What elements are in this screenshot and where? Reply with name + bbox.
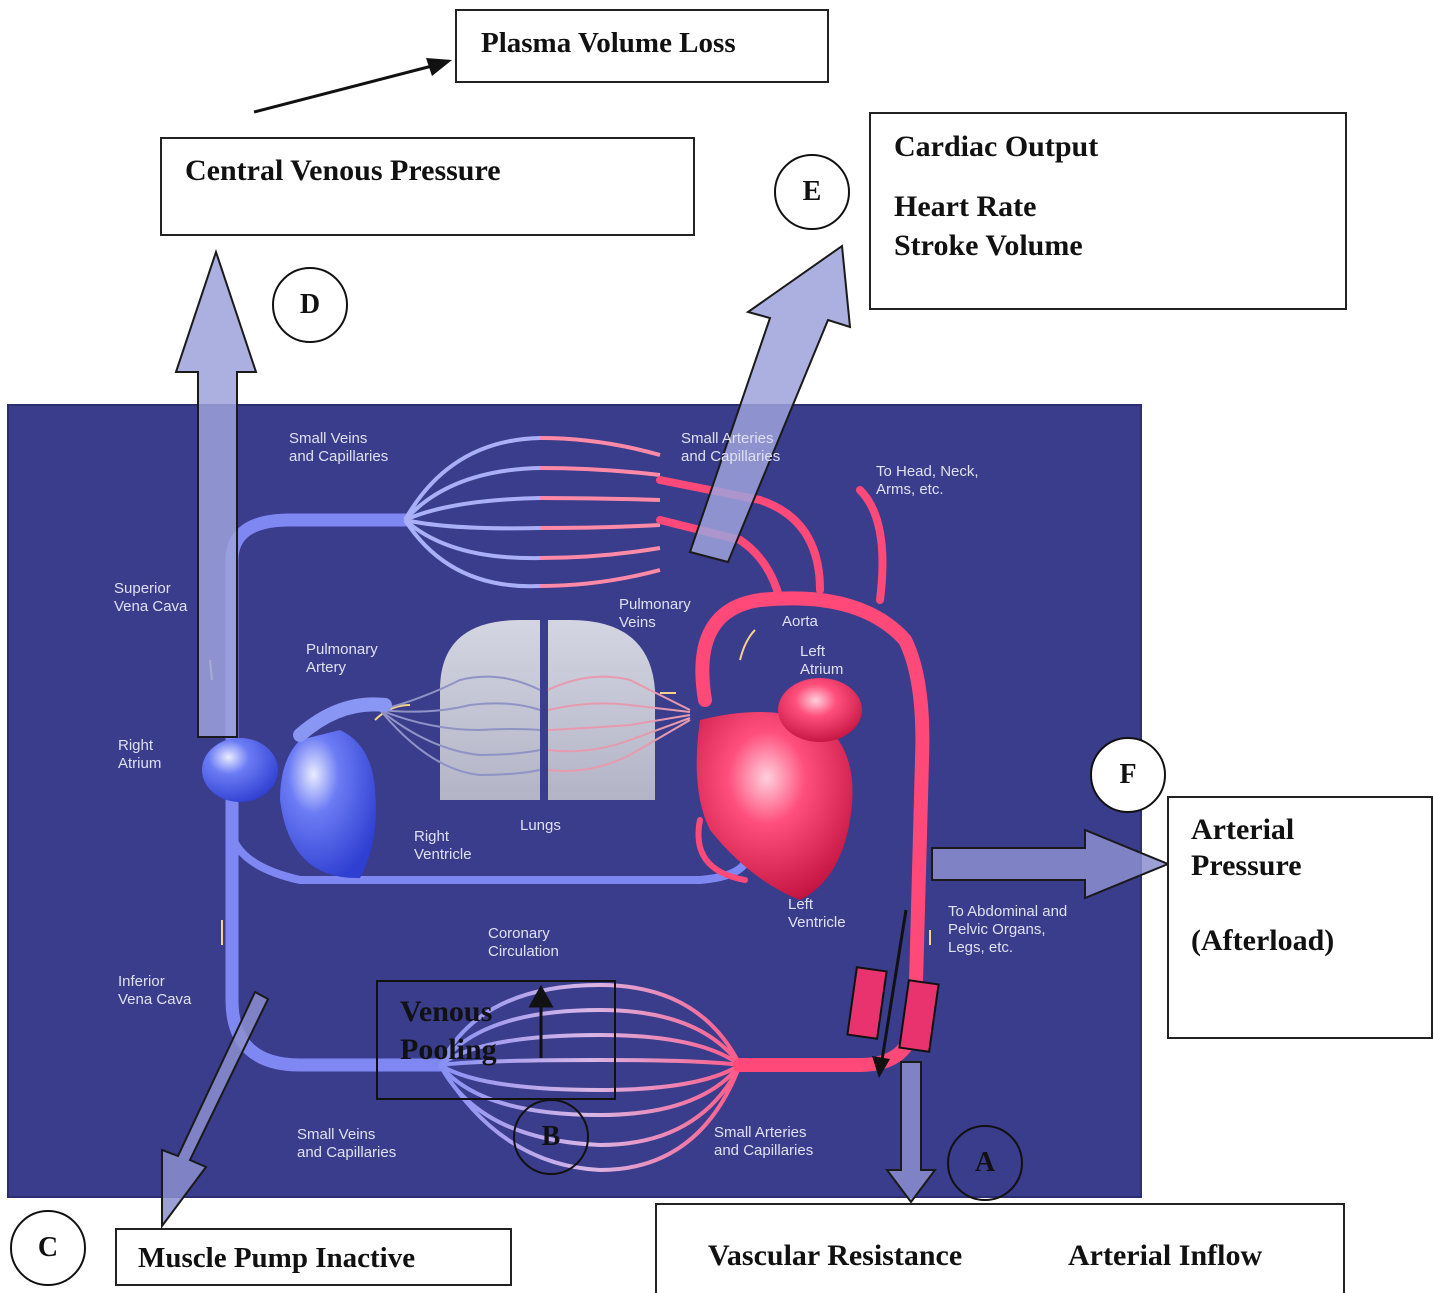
label-inferior-vena-cava: Inferior Vena Cava: [118, 973, 191, 1009]
cardiac-output-box: Cardiac Output Heart Rate Stroke Volume: [869, 112, 1347, 310]
afterload-text: (Afterload): [1191, 926, 1334, 956]
vascular-resistance-text: Vascular Resistance: [708, 1241, 962, 1271]
label-to-head: To Head, Neck, Arms, etc.: [876, 463, 979, 499]
label-aorta: Aorta: [782, 613, 818, 631]
vascular-resistance-box: Vascular Resistance Arterial Inflow: [655, 1203, 1345, 1293]
label-superior-vena-cava: Superior Vena Cava: [114, 580, 187, 616]
arterial-pressure-line1: Arterial: [1191, 815, 1294, 845]
label-left-ventricle: Left Ventricle: [788, 896, 846, 932]
stroke-volume-text: Stroke Volume: [894, 231, 1083, 261]
marker-d: D: [272, 267, 348, 343]
label-coronary: Coronary Circulation: [488, 925, 559, 961]
marker-c: C: [10, 1210, 86, 1286]
arterial-inflow-text: Arterial Inflow: [1068, 1241, 1262, 1271]
plasma-volume-loss-box: Plasma Volume Loss: [455, 9, 829, 83]
label-pulmonary-veins: Pulmonary Veins: [619, 596, 691, 632]
cardiac-output-text: Cardiac Output: [894, 132, 1098, 162]
marker-a: A: [947, 1125, 1023, 1201]
label-pulmonary-artery: Pulmonary Artery: [306, 641, 378, 677]
label-left-atrium: Left Atrium: [800, 643, 843, 679]
muscle-pump-text: Muscle Pump Inactive: [138, 1244, 415, 1273]
marker-f: F: [1090, 737, 1166, 813]
central-venous-pressure-text: Central Venous Pressure: [185, 156, 501, 186]
plasma-volume-loss-text: Plasma Volume Loss: [481, 29, 736, 58]
muscle-pump-box: Muscle Pump Inactive: [115, 1228, 512, 1286]
label-right-atrium: Right Atrium: [118, 737, 161, 773]
venous-pooling-line2: Pooling: [400, 1035, 497, 1065]
label-right-ventricle: Right Ventricle: [414, 828, 472, 864]
venous-pooling-box: Venous Pooling: [376, 980, 616, 1100]
plasma-arrow: [254, 58, 452, 112]
central-venous-pressure-box: Central Venous Pressure: [160, 137, 695, 236]
label-to-abdominal: To Abdominal and Pelvic Organs, Legs, et…: [948, 903, 1067, 957]
heart-rate-text: Heart Rate: [894, 192, 1036, 222]
label-lungs: Lungs: [520, 817, 561, 835]
label-small-veins-top: Small Veins and Capillaries: [289, 430, 388, 466]
marker-b: B: [513, 1099, 589, 1175]
label-small-veins-bottom: Small Veins and Capillaries: [297, 1126, 396, 1162]
arterial-pressure-line2: Pressure: [1191, 851, 1302, 881]
label-small-arteries-top: Small Arteries and Capillaries: [681, 430, 780, 466]
arterial-pressure-box: Arterial Pressure (Afterload): [1167, 796, 1433, 1039]
label-small-arteries-bottom: Small Arteries and Capillaries: [714, 1124, 813, 1160]
marker-e: E: [774, 154, 850, 230]
venous-pooling-line1: Venous: [400, 997, 492, 1027]
